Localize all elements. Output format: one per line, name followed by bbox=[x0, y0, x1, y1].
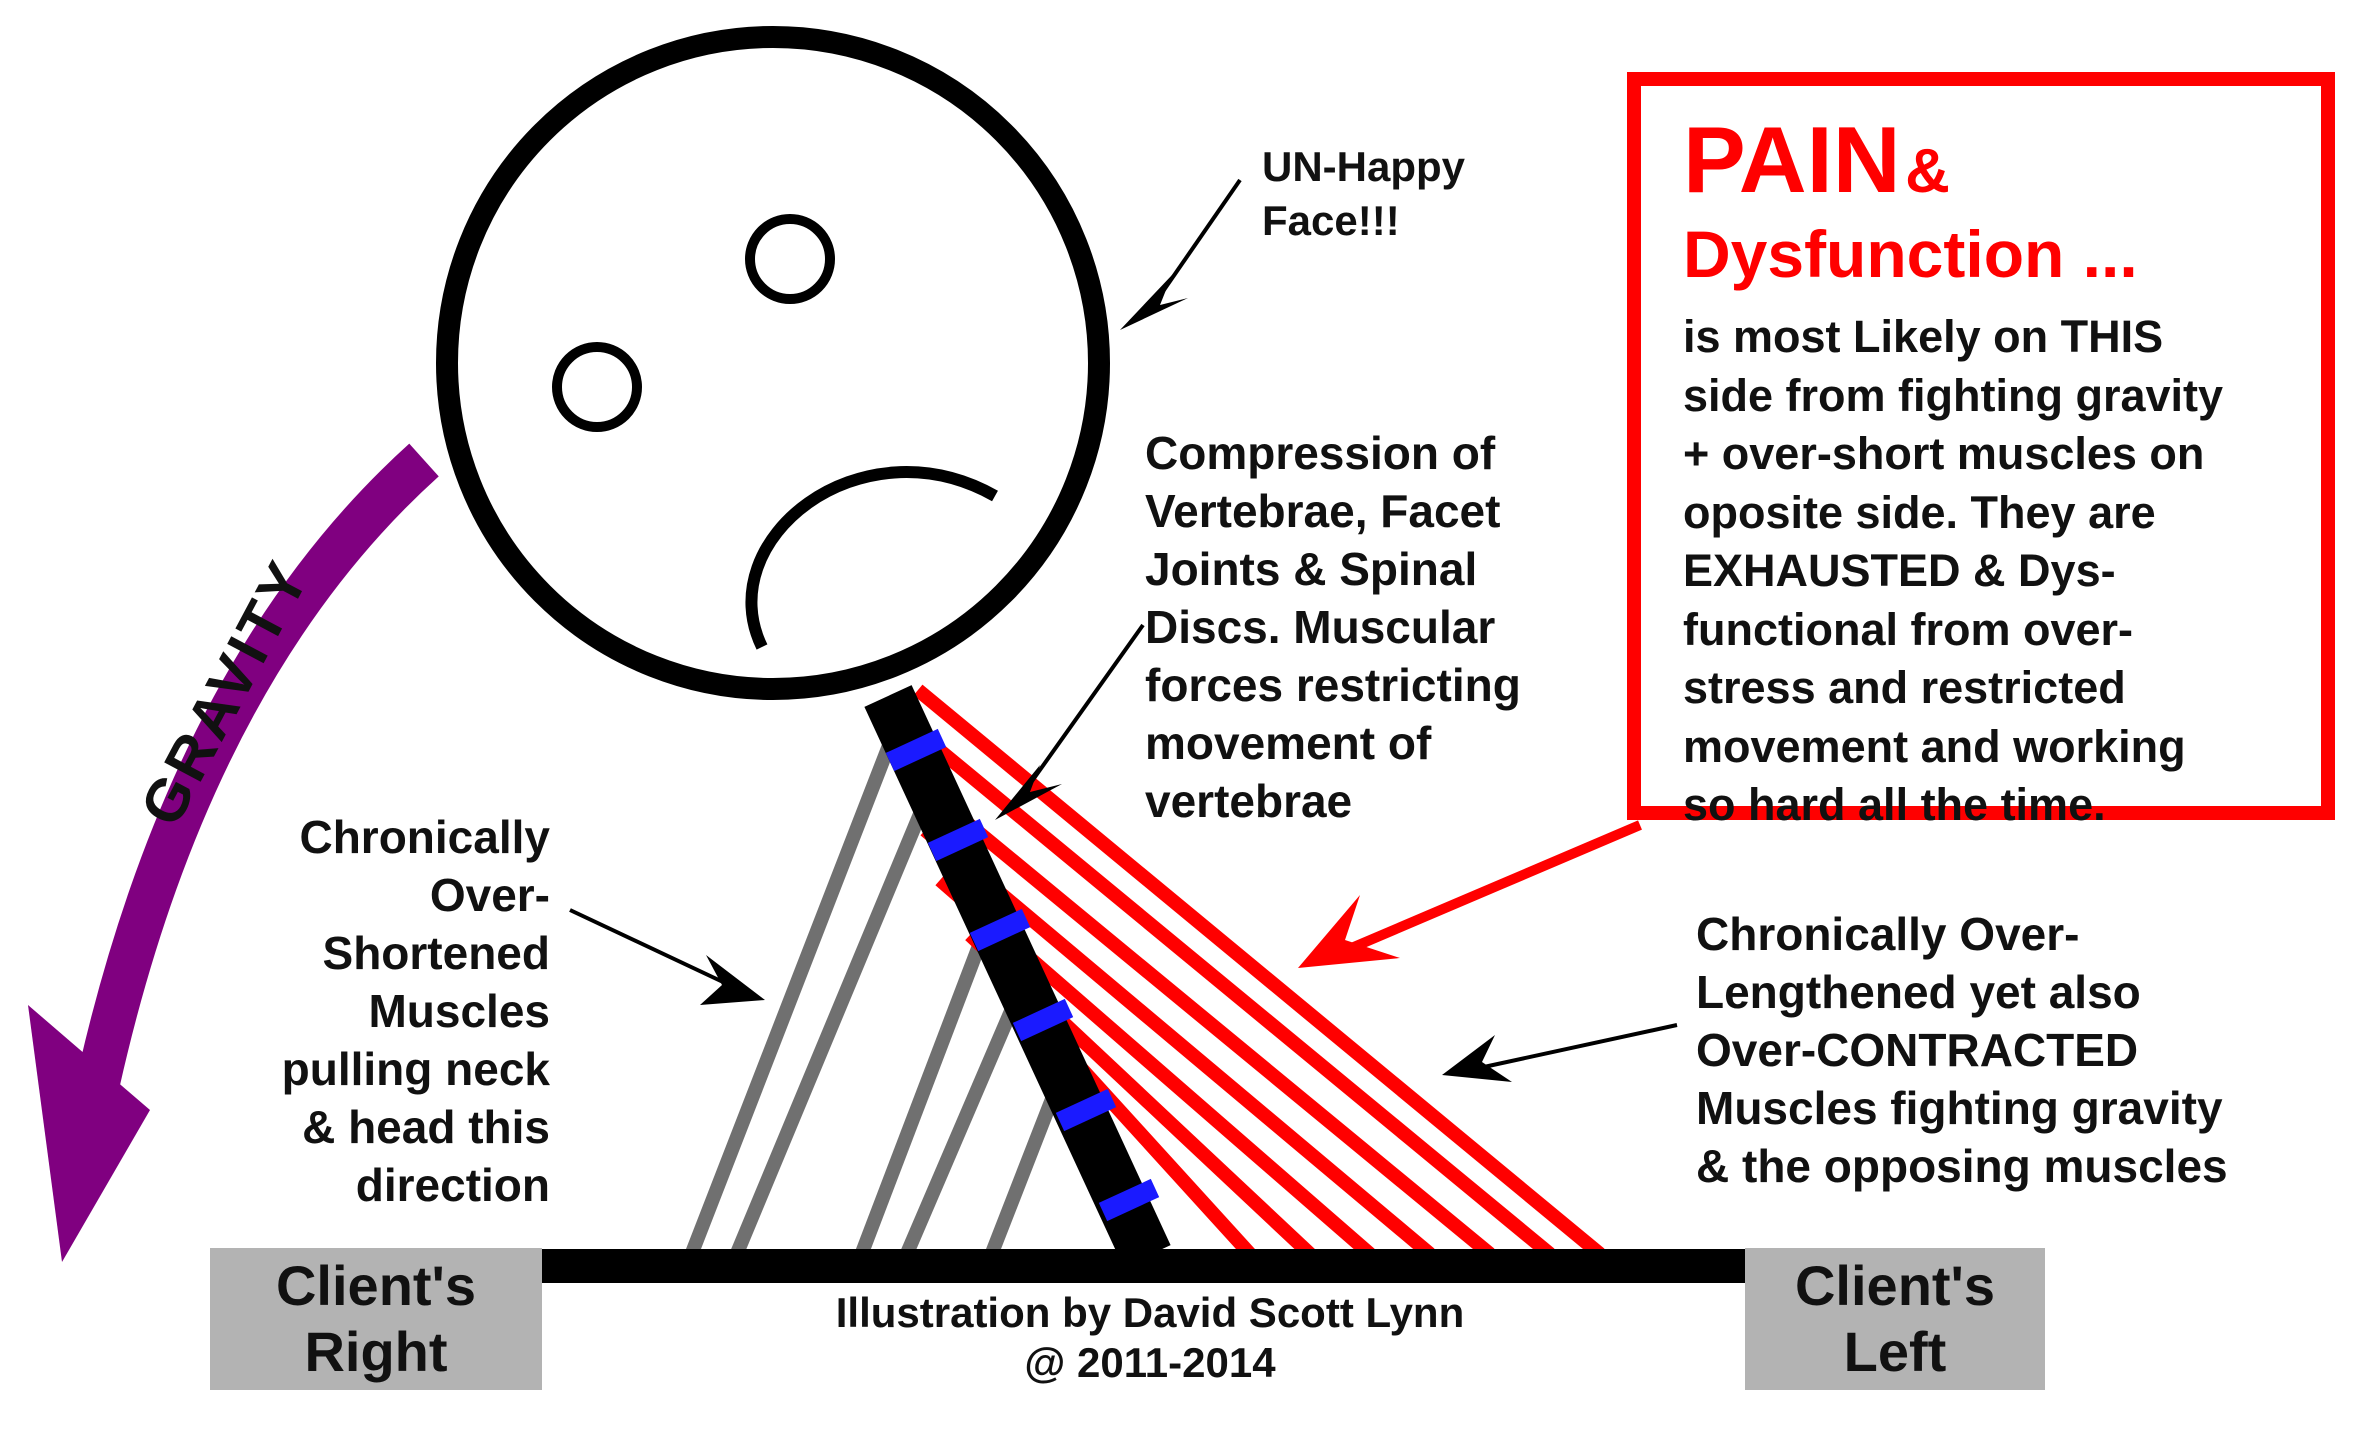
right-eye bbox=[552, 342, 642, 432]
shortened-arrow bbox=[569, 908, 765, 1005]
left-eye bbox=[745, 214, 835, 304]
head-outline bbox=[436, 26, 1110, 700]
compression-label: Compression of Vertebrae, Facet Joints &… bbox=[1145, 427, 1521, 827]
pain-title-line: PAIN & bbox=[1683, 106, 1950, 214]
frown bbox=[745, 466, 998, 650]
face-label: UN-Happy Face!!! bbox=[1262, 143, 1466, 244]
pain-arrow bbox=[1298, 820, 1642, 968]
gravity-label: GRAVITY bbox=[127, 548, 322, 836]
shortened-label: Chronically Over- Shortened Muscles pull… bbox=[281, 811, 550, 1211]
face-arrow bbox=[1120, 178, 1242, 330]
lengthened-arrow bbox=[1442, 1023, 1678, 1082]
pain-body: is most Likely on THIS side from fightin… bbox=[1683, 311, 2224, 830]
pain-title: PAIN bbox=[1683, 107, 1901, 212]
pain-subtitle: Dysfunction ... bbox=[1683, 217, 2138, 291]
spine bbox=[864, 685, 1171, 1267]
pain-callout-box: PAIN & Dysfunction ... is most Likely on… bbox=[1627, 72, 2335, 830]
client-right-box: Client's Right bbox=[210, 1248, 542, 1390]
illustration-credit: Illustration by David Scott Lynn @ 2011-… bbox=[835, 1289, 1465, 1386]
lengthened-label: Chronically Over- Lengthened yet also Ov… bbox=[1696, 908, 2228, 1192]
pain-ampersand: & bbox=[1905, 137, 1950, 206]
compression-arrow bbox=[995, 623, 1145, 820]
sad-face bbox=[436, 26, 1110, 700]
client-left-box: Client's Left bbox=[1745, 1248, 2045, 1390]
